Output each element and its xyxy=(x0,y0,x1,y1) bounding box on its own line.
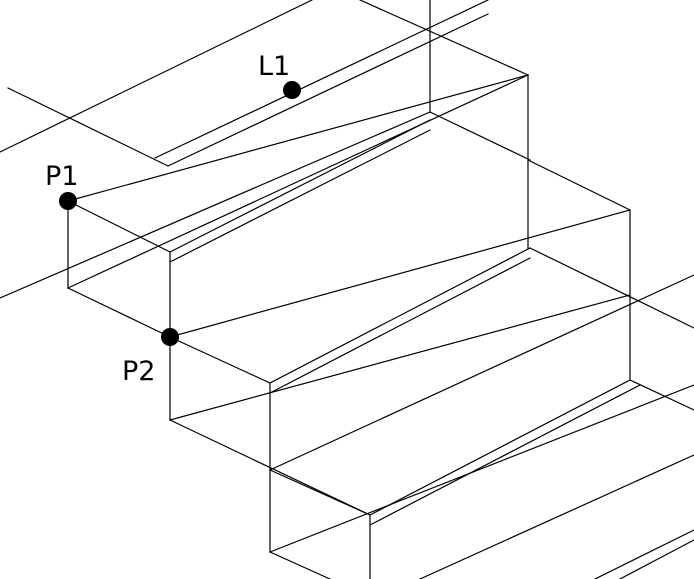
edge xyxy=(169,209,631,338)
edge xyxy=(369,379,631,516)
snap-point-marker[interactable] xyxy=(283,81,301,99)
edge xyxy=(529,247,694,329)
edge xyxy=(269,257,531,394)
edge xyxy=(167,13,489,167)
edge xyxy=(429,111,531,161)
edge xyxy=(269,384,694,553)
edge xyxy=(67,74,529,289)
snap-point-p1[interactable]: P1 xyxy=(45,161,78,210)
snap-point-l1[interactable]: L1 xyxy=(258,51,301,99)
edge xyxy=(419,454,694,579)
edge xyxy=(269,247,531,384)
edge xyxy=(269,274,694,471)
snap-point-marker[interactable] xyxy=(59,192,77,210)
point-label-l1: L1 xyxy=(258,51,290,82)
edge xyxy=(594,529,694,579)
edge xyxy=(154,0,489,159)
edge xyxy=(169,129,431,263)
point-label-p1: P1 xyxy=(45,161,78,192)
edge xyxy=(269,551,331,579)
snap-point-p2[interactable]: P2 xyxy=(122,328,179,387)
edge xyxy=(67,287,171,338)
edge xyxy=(629,379,694,411)
snap-point-marker[interactable] xyxy=(161,328,179,346)
edge xyxy=(169,119,431,253)
edge xyxy=(359,0,529,76)
edge xyxy=(0,111,431,299)
edge xyxy=(0,0,313,153)
edge xyxy=(269,469,371,516)
edge xyxy=(67,200,171,253)
edge xyxy=(369,384,641,526)
point-label-p2: P2 xyxy=(122,356,155,387)
edge xyxy=(169,419,371,516)
edge xyxy=(527,159,631,211)
edge xyxy=(619,539,694,579)
edge xyxy=(67,74,529,202)
edge xyxy=(169,336,271,384)
edge xyxy=(7,87,169,167)
edge xyxy=(169,294,631,421)
